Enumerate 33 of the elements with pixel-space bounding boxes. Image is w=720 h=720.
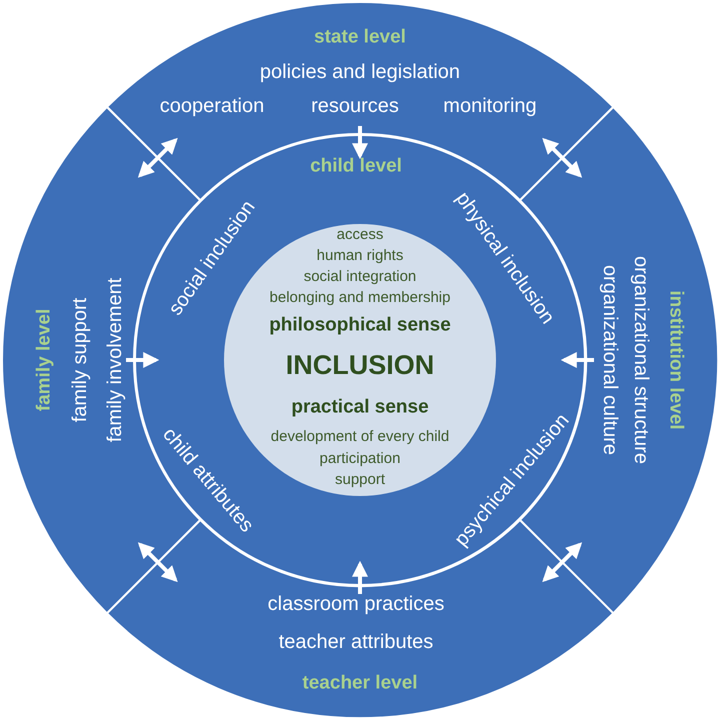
center-item: participation <box>320 450 400 468</box>
level-heading: institution level <box>664 290 686 430</box>
center-item: support <box>334 472 386 488</box>
center-title: INCLUSION <box>286 351 434 381</box>
arrow <box>126 352 160 368</box>
level-item: organizational culture <box>598 264 621 456</box>
center-item: belonging and membership <box>270 290 450 306</box>
level-item: resources <box>311 95 399 117</box>
level-item: teacher attributes <box>278 630 434 653</box>
double-arrow <box>542 542 582 582</box>
arrow <box>352 560 368 594</box>
level-item: family involvement <box>104 278 126 442</box>
level-item: cooperation <box>160 95 264 117</box>
center-item: access <box>336 226 384 244</box>
level-heading: teacher level <box>302 674 418 694</box>
arrow <box>352 126 368 160</box>
level-item: monitoring <box>443 95 537 117</box>
level-heading: child level <box>310 156 402 178</box>
arrow <box>560 352 594 368</box>
level-item: classroom practices <box>268 592 444 615</box>
double-arrow <box>542 138 582 178</box>
center-heading: philosophical sense <box>269 316 451 336</box>
level-heading: family level <box>34 308 56 412</box>
center-heading: practical sense <box>291 398 429 418</box>
level-item: family support <box>69 298 91 422</box>
level-item: organizational structure <box>630 256 652 464</box>
center-item: development of every child <box>270 428 450 446</box>
center-item: social integration <box>304 268 416 286</box>
double-arrow <box>138 542 178 582</box>
center-item: human rights <box>316 248 404 264</box>
level-item: policies and legislation <box>260 61 460 83</box>
level-heading: state level <box>314 28 406 48</box>
double-arrow <box>138 138 178 178</box>
